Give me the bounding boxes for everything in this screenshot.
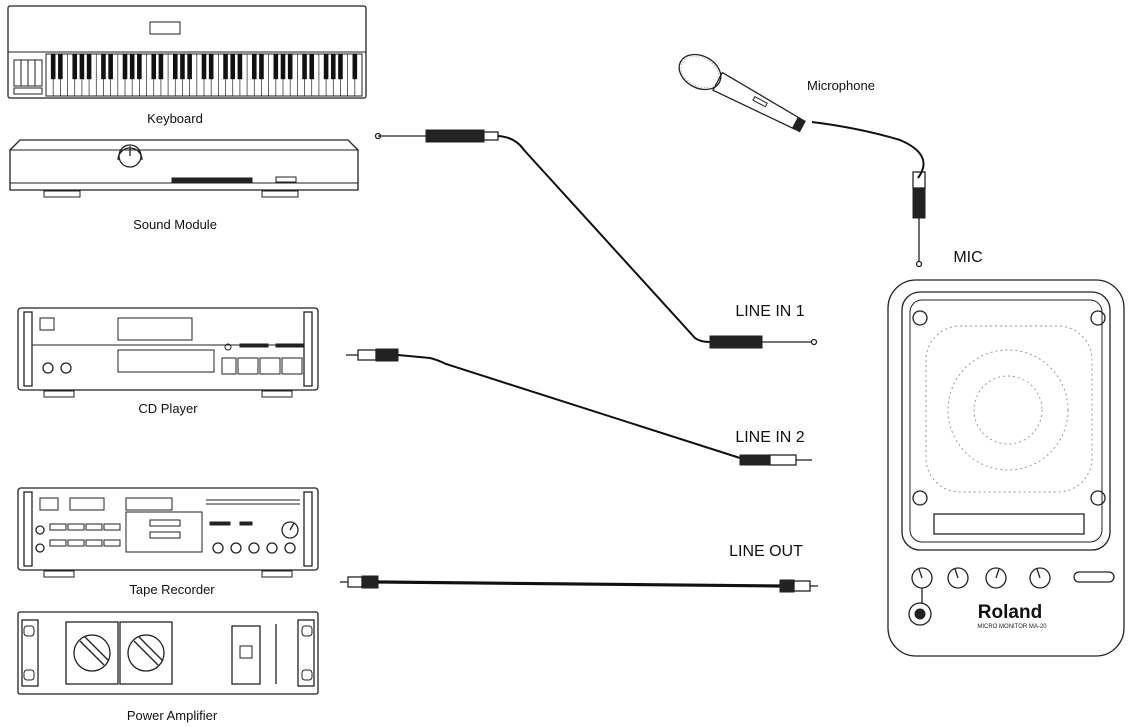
keyboard-illustration [7,5,367,99]
line-in-2-label: LINE IN 2 [735,429,804,446]
keyboard-black-key [273,54,279,80]
microphone-illustration [678,53,806,133]
keyboard-black-key [72,54,78,80]
tape-recorder-label: Tape Recorder [129,582,215,597]
line-in-1-label: LINE IN 1 [735,303,804,320]
keyboard-black-key [86,54,92,80]
keyboard-black-key [237,54,243,80]
keyboard-black-key [330,54,336,80]
keyboard-black-key [172,54,178,80]
keyboard-black-key [352,54,358,80]
keyboard-black-key [230,54,236,80]
power-amplifier-label: Power Amplifier [127,708,218,723]
power-amplifier-illustration [17,611,319,695]
keyboard-black-key [338,54,343,80]
keyboard-label: Keyboard [147,111,203,126]
mic-jack-label: MIC [953,249,982,266]
keyboard-black-key [158,54,164,80]
keyboard-black-key [79,54,85,80]
keyboard-black-key [259,54,264,80]
keyboard-black-key [151,54,157,80]
keyboard-black-key [309,54,315,80]
keyboard-black-key [58,54,63,80]
keyboard-black-key [122,54,128,80]
monitor-model: MICRO MONITOR MA-20 [977,624,1047,630]
keyboard-black-key [223,54,228,80]
sound-module-label: Sound Module [133,217,217,232]
keyboard-black-key [323,54,329,80]
cd-player-illustration [17,307,319,398]
keyboard-black-key [129,54,135,80]
keyboard-black-key [108,54,113,80]
line-in-2-cable [346,348,812,466]
sound-module-illustration [9,139,359,198]
keyboard-black-key [201,54,207,80]
keyboard-black-key [187,54,192,80]
monitor-brand: Roland [978,602,1042,623]
tape-recorder-illustration [17,487,319,578]
keyboard-black-key [251,54,257,80]
keyboard-black-key [180,54,185,80]
keyboard-black-key [302,54,307,80]
line-out-label: LINE OUT [729,543,803,560]
keyboard-black-key [101,54,106,80]
microphone-cable [811,121,926,268]
monitor-speaker-illustration: Roland MICRO MONITOR MA-20 [887,279,1125,657]
keyboard-black-key [137,54,142,80]
cd-player-label: CD Player [138,401,198,416]
keyboard-black-key [50,54,56,80]
keyboard-black-key [280,54,286,80]
keyboard-black-key [287,54,293,80]
microphone-label: Microphone [807,78,875,93]
keyboard-black-key [208,54,214,80]
line-out-cable [340,575,818,593]
line-in-1-cable [374,129,818,349]
